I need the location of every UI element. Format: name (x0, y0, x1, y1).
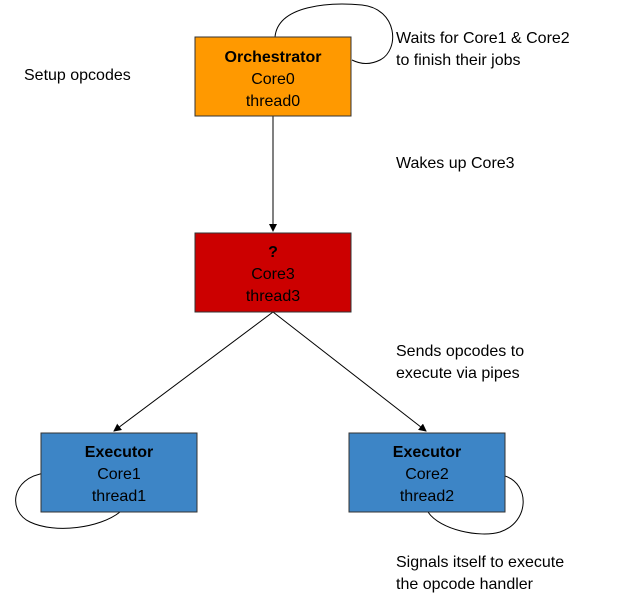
core3-node: ? Core3 thread3 (194, 232, 352, 313)
executor1-thread: thread1 (92, 488, 146, 505)
annotation-signals-line1: Signals itself to execute (396, 554, 564, 571)
core3-core: Core3 (251, 266, 295, 283)
executor2-box (348, 432, 506, 513)
core3-title: ? (268, 244, 278, 261)
annotation-sends-line1: Sends opcodes to (396, 343, 524, 360)
executor2-node: Executor Core2 thread2 (348, 432, 506, 513)
annotation-waits-line1: Waits for Core1 & Core2 (396, 30, 570, 47)
orchestrator-box (194, 36, 352, 117)
self-loop-executor1 (15, 472, 121, 529)
executor1-box (40, 432, 198, 513)
orchestrator-title: Orchestrator (225, 49, 322, 66)
orchestrator-node: Orchestrator Core0 thread0 (194, 36, 352, 117)
self-loop-executor2 (427, 475, 524, 535)
edge-core3-to-executor1 (113, 311, 274, 432)
self-loop-orchestrator (274, 3, 394, 64)
annotation-setup: Setup opcodes (24, 67, 131, 84)
executor2-title: Executor (393, 444, 461, 461)
core3-box (194, 232, 352, 313)
executor1-title: Executor (85, 444, 153, 461)
orchestrator-thread: thread0 (246, 93, 300, 110)
orchestrator-core: Core0 (251, 71, 295, 88)
annotation-sends-line2: execute via pipes (396, 365, 520, 382)
executor1-core: Core1 (97, 466, 141, 483)
executor2-core: Core2 (405, 466, 449, 483)
edge-core3-to-executor2 (272, 311, 427, 432)
executor1-node: Executor Core1 thread1 (40, 432, 198, 513)
annotation-waits-line2: to finish their jobs (396, 52, 521, 69)
executor2-thread: thread2 (400, 488, 454, 505)
annotation-signals-line2: the opcode handler (396, 576, 534, 593)
core3-thread: thread3 (246, 288, 300, 305)
annotation-wakes: Wakes up Core3 (396, 155, 515, 172)
